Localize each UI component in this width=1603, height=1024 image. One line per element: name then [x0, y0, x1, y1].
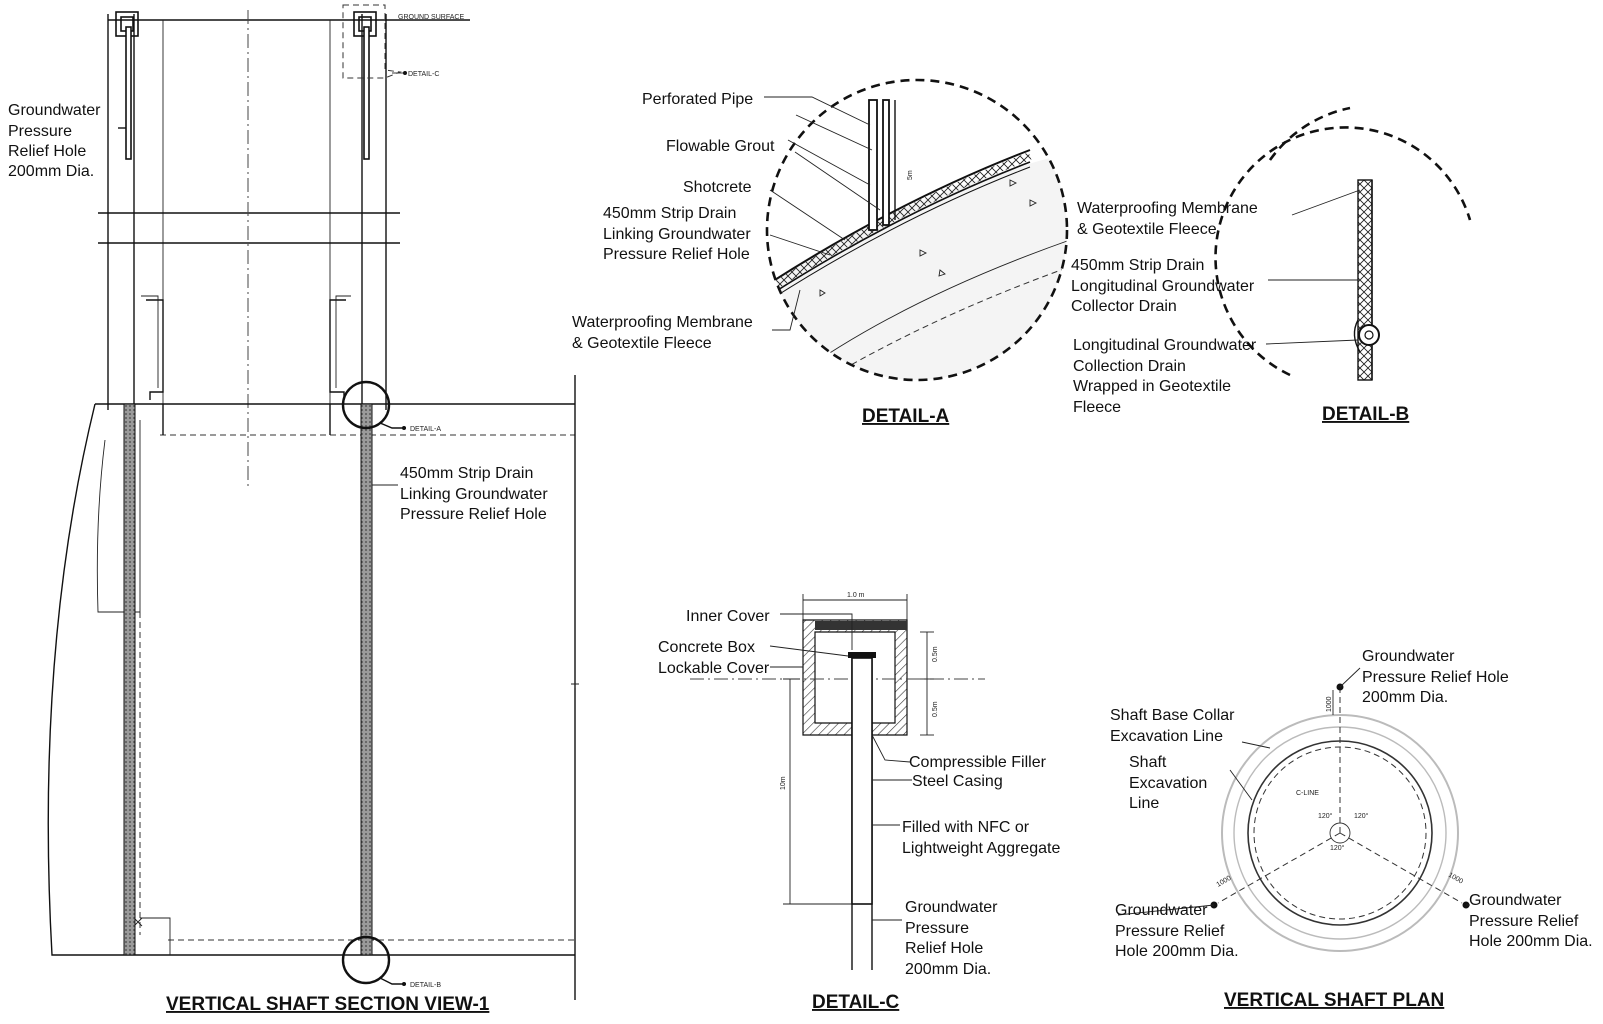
detail-b-circle-arc: [1214, 126, 1472, 377]
section-view: GROUND SURFACE: [8, 4, 579, 1015]
detail-a-title: DETAIL-A: [862, 406, 950, 427]
left-offset-dim: 1000: [1216, 875, 1233, 889]
plan-shaft-excavation-label: Shaft Excavation Line: [1129, 754, 1212, 812]
detail-a-leaders: [764, 96, 881, 331]
right-offset-dim: 1000: [1447, 872, 1464, 886]
detail-b-strip-drain-label: 450mm Strip Drain Longitudinal Groundwat…: [1071, 257, 1259, 315]
inner-cover-label: Inner Cover: [686, 608, 770, 625]
detail-b-callout: [341, 935, 406, 986]
break-lines: [98, 212, 400, 244]
top-offset-dim: 1000: [1326, 696, 1333, 712]
angle-label-3: 120°: [1330, 844, 1345, 852]
steel-casing-label: Steel Casing: [912, 773, 1003, 790]
plan-title: VERTICAL SHAFT PLAN: [1224, 990, 1444, 1011]
plan-top-hole-label: Groundwater Pressure Relief Hole 200mm D…: [1362, 648, 1513, 706]
compressible-filler-label: Compressible Filler: [909, 754, 1047, 771]
detail-b-collection-drain-label: Longitudinal Groundwater Collection Drai…: [1073, 337, 1261, 416]
c-line-label: C-LINE: [1296, 790, 1319, 797]
detail-a-dimension: 5m: [907, 170, 914, 180]
detail-c-upper-dim: 0.5m: [932, 646, 939, 662]
shaft-plan: C-LINE 120° 120° 120° 1000 1000 1000 Gro…: [1110, 648, 1593, 1011]
detail-c-filled-label: Filled with NFC or Lightweight Aggregate: [902, 819, 1060, 857]
left-strip-drain: [123, 403, 136, 956]
detail-b-title: DETAIL-B: [1322, 404, 1409, 425]
left-relief-hole-box: [115, 11, 139, 160]
lockable-cover-label: Lockable Cover: [658, 660, 770, 677]
detail-c-width-dim: 1.0 m: [847, 592, 865, 599]
flowable-grout-label: Flowable Grout: [666, 138, 775, 155]
shotcrete-label: Shotcrete: [683, 179, 752, 196]
strip-drain-label: 450mm Strip Drain Linking Groundwater Pr…: [400, 465, 552, 523]
concrete-box-label: Concrete Box: [658, 639, 755, 656]
inner-cover: [815, 621, 907, 630]
perforated-pipe-label: Perforated Pipe: [642, 91, 753, 108]
plan-right-hole-label: Groundwater Pressure Relief Hole 200mm D…: [1469, 892, 1593, 950]
detail-a-callout: [341, 380, 406, 430]
angle-label-2: 120°: [1354, 812, 1369, 820]
detail-a: 5m Perforated Pipe Flowable Grout Shotcr…: [572, 78, 1069, 427]
relief-hole-label: Groundwater Pressure Relief Hole 200mm D…: [8, 102, 105, 180]
detail-a-strip-drain-label: 450mm Strip Drain Linking Groundwater Pr…: [603, 205, 755, 263]
detail-b-membrane-label: Waterproofing Membrane & Geotextile Flee…: [1077, 200, 1262, 238]
right-strip-drain: [360, 403, 373, 956]
plan-left-hole-label: Groundwater Pressure Relief Hole 200mm D…: [1115, 902, 1239, 960]
detail-b: Waterproofing Membrane & Geotextile Flee…: [1071, 106, 1472, 425]
right-relief-hole-box: [342, 4, 407, 160]
collar-excavation-circle: [1221, 714, 1459, 952]
angle-label-1: 120°: [1318, 812, 1333, 820]
detail-a-membrane-label: Waterproofing Membrane & Geotextile Flee…: [572, 314, 757, 352]
ground-surface-label: GROUND SURFACE: [398, 14, 464, 21]
detail-c-tag: DETAIL-C: [408, 71, 439, 78]
detail-b-tag: DETAIL-B: [410, 982, 441, 989]
upper-collar: [141, 295, 351, 400]
detail-c-relief-hole-label: Groundwater Pressure Relief Hole 200mm D…: [905, 899, 1002, 978]
detail-a-tag: DETAIL-A: [410, 426, 441, 433]
detail-c-depth-dim: 10m: [780, 776, 787, 790]
shaft-upper-walls: [107, 14, 387, 410]
detail-c-title: DETAIL-C: [812, 992, 900, 1013]
detail-c-lower-dim: 0.5m: [932, 701, 939, 717]
section-view-title: VERTICAL SHAFT SECTION VIEW-1: [166, 994, 490, 1015]
detail-c: 1.0 m 0.5m 0.5m 10m Inner Cover Concre: [658, 592, 1060, 1013]
plan-collar-label: Shaft Base Collar Excavation Line: [1110, 707, 1239, 745]
